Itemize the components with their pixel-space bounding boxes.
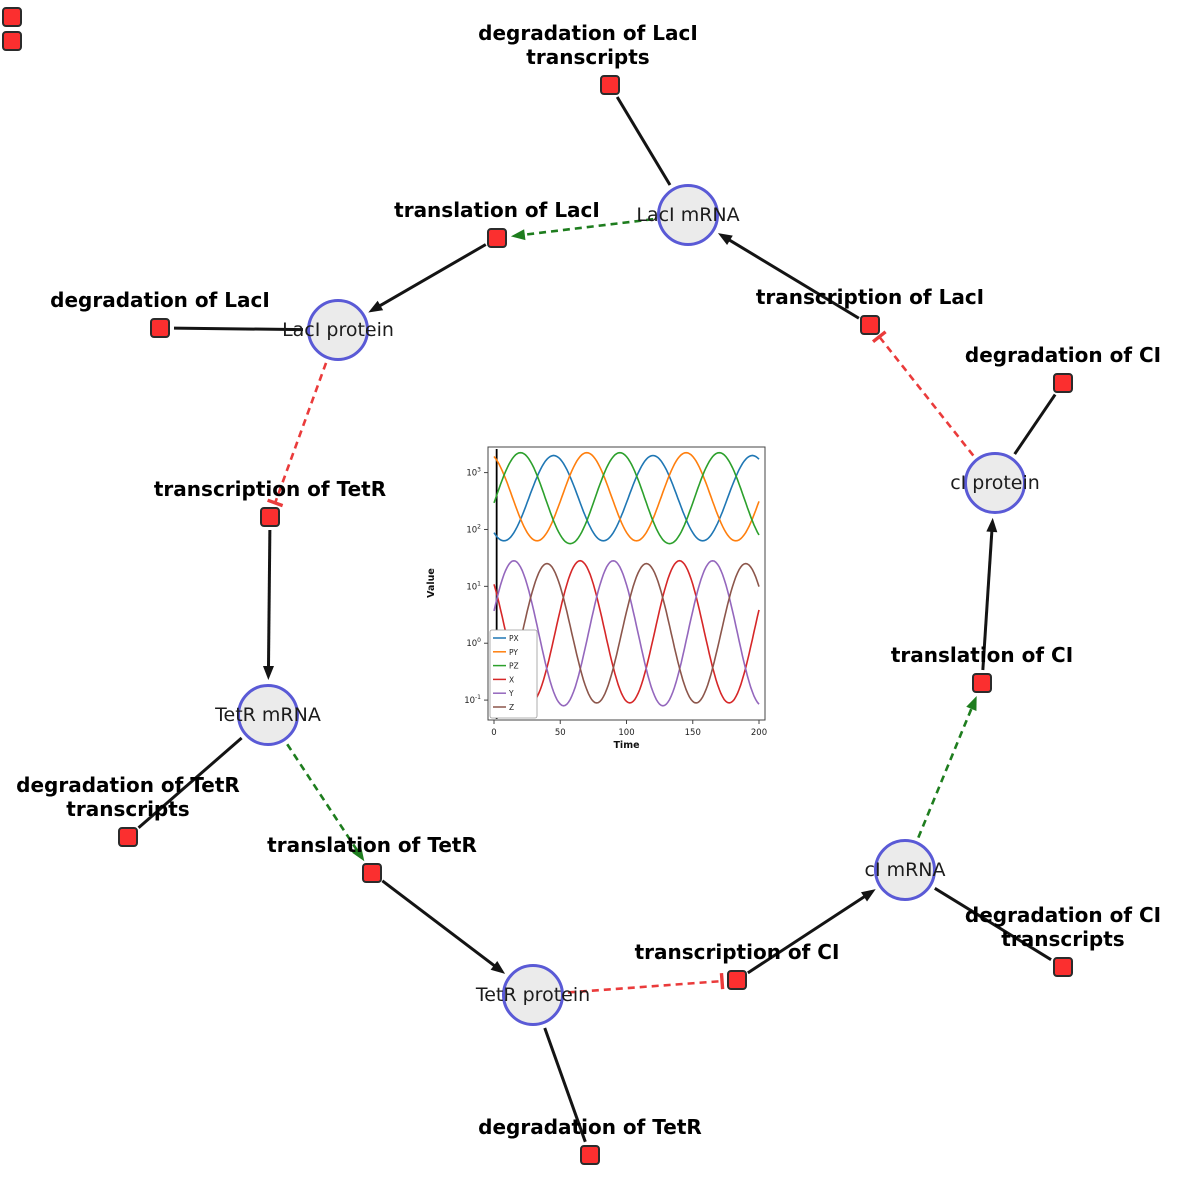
reaction-node-tl-ci[interactable] bbox=[972, 673, 992, 693]
x-tick-label: 150 bbox=[685, 728, 701, 738]
edge-tetr-mrna-deg-tetr-tx bbox=[137, 736, 243, 829]
edge-tl-ci-ci-prot bbox=[981, 517, 998, 671]
chart-legend: PX PY PZ XYZ bbox=[489, 629, 538, 719]
reaction-label: degradation of CI transcripts bbox=[964, 903, 1162, 951]
edge-tetr-mrna-tl-tetr bbox=[286, 743, 365, 862]
edge-laci-mrna-tl-laci bbox=[510, 217, 654, 241]
species-label: LacI mRNA bbox=[636, 203, 740, 226]
reaction-node-deg-laci[interactable] bbox=[150, 318, 170, 338]
edge-tetr-prot-tx-ci bbox=[567, 972, 725, 994]
edge-tx-ci-ci-mrna bbox=[747, 889, 876, 975]
legend-entry-label: Z bbox=[509, 703, 514, 712]
species-label: cI mRNA bbox=[864, 858, 946, 881]
y-tick-label: 101 bbox=[466, 580, 481, 592]
reaction-node-deg-tetr-tx[interactable] bbox=[118, 827, 138, 847]
reaction-label: translation of LacI bbox=[394, 198, 600, 222]
reaction-label: translation of TetR bbox=[267, 833, 477, 857]
edge-ci-mrna-deg-ci-tx bbox=[934, 887, 1052, 961]
edge-laci-prot-tx-tetr bbox=[267, 362, 328, 508]
species-label: TetR mRNA bbox=[215, 703, 321, 726]
reaction-node-deg-ci-tx[interactable] bbox=[1053, 957, 1073, 977]
x-tick-label: 200 bbox=[751, 728, 767, 738]
series-line-PX bbox=[493, 454, 760, 542]
reaction-label: degradation of LacI transcripts bbox=[478, 21, 698, 69]
edge-tl-tetr-tetr-prot bbox=[381, 879, 506, 974]
reaction-label: transcription of LacI bbox=[755, 285, 985, 309]
species-node-laci-mrna[interactable]: LacI mRNA bbox=[636, 184, 740, 246]
species-label: cI protein bbox=[950, 471, 1040, 494]
x-tick-label: 50 bbox=[555, 728, 566, 738]
edge-tl-laci-laci-prot bbox=[368, 243, 487, 313]
edge-ci-mrna-tl-ci bbox=[917, 695, 977, 839]
x-tick-label: 100 bbox=[618, 728, 634, 738]
y-tick-label: 103 bbox=[466, 467, 481, 479]
reaction-node-tx-tetr[interactable] bbox=[260, 507, 280, 527]
reaction-node-tx-ci[interactable] bbox=[727, 970, 747, 990]
species-label: LacI protein bbox=[282, 318, 394, 341]
reaction-node-tx-laci[interactable] bbox=[860, 315, 880, 335]
edge-laci-mrna-deg-laci-tx bbox=[615, 96, 672, 186]
series-line-X bbox=[493, 559, 760, 704]
x-axis-label: Time bbox=[613, 740, 639, 751]
edge-tx-tetr-tetr-mrna bbox=[262, 529, 274, 681]
clipped-node-artifact bbox=[2, 7, 22, 27]
species-node-ci-prot[interactable]: cI protein bbox=[950, 452, 1040, 514]
species-node-ci-mrna[interactable]: cI mRNA bbox=[865, 839, 946, 901]
series-line-PY bbox=[493, 451, 760, 542]
reaction-node-tl-laci[interactable] bbox=[487, 228, 507, 248]
legend-entry-label: PX bbox=[509, 634, 519, 643]
reaction-node-deg-ci[interactable] bbox=[1053, 373, 1073, 393]
legend-entry-label: PY bbox=[509, 648, 518, 657]
reaction-label: degradation of CI bbox=[964, 343, 1162, 367]
y-axis-label: Value bbox=[426, 568, 437, 598]
reaction-label: degradation of LacI bbox=[50, 288, 270, 312]
reaction-node-deg-laci-tx[interactable] bbox=[600, 75, 620, 95]
edge-tetr-prot-deg-tetr bbox=[543, 1027, 587, 1143]
species-node-laci-prot[interactable]: LacI protein bbox=[282, 299, 394, 361]
series-line-PZ bbox=[493, 451, 760, 545]
legend-entry-label: Y bbox=[508, 689, 514, 698]
edge-laci-prot-deg-laci bbox=[173, 326, 304, 332]
reaction-label: translation of CI bbox=[890, 643, 1074, 667]
edge-ci-prot-deg-ci bbox=[1013, 393, 1057, 455]
reaction-label: degradation of TetR transcripts bbox=[16, 773, 240, 821]
series-line-Y bbox=[493, 559, 760, 707]
reaction-label: degradation of TetR bbox=[478, 1115, 702, 1139]
clipped-node-artifact bbox=[2, 31, 22, 51]
edge-ci-prot-tx-laci bbox=[871, 330, 975, 457]
x-tick-label: 0 bbox=[491, 728, 496, 738]
edge-tx-laci-laci-mrna bbox=[717, 233, 860, 320]
species-node-tetr-mrna[interactable]: TetR mRNA bbox=[215, 684, 321, 746]
legend-entry-label: X bbox=[509, 675, 514, 684]
reaction-node-deg-tetr[interactable] bbox=[580, 1145, 600, 1165]
reaction-label: transcription of TetR bbox=[153, 477, 387, 501]
reaction-node-tl-tetr[interactable] bbox=[362, 863, 382, 883]
y-tick-label: 102 bbox=[466, 523, 481, 535]
y-tick-label: 100 bbox=[466, 637, 481, 649]
series-line-Z bbox=[493, 562, 760, 704]
y-tick-label: 10-1 bbox=[464, 694, 481, 706]
legend-entry-label: PZ bbox=[509, 662, 519, 671]
species-label: TetR protein bbox=[475, 983, 591, 1006]
reaction-label: transcription of CI bbox=[634, 940, 840, 964]
species-node-tetr-prot[interactable]: TetR protein bbox=[476, 964, 590, 1026]
